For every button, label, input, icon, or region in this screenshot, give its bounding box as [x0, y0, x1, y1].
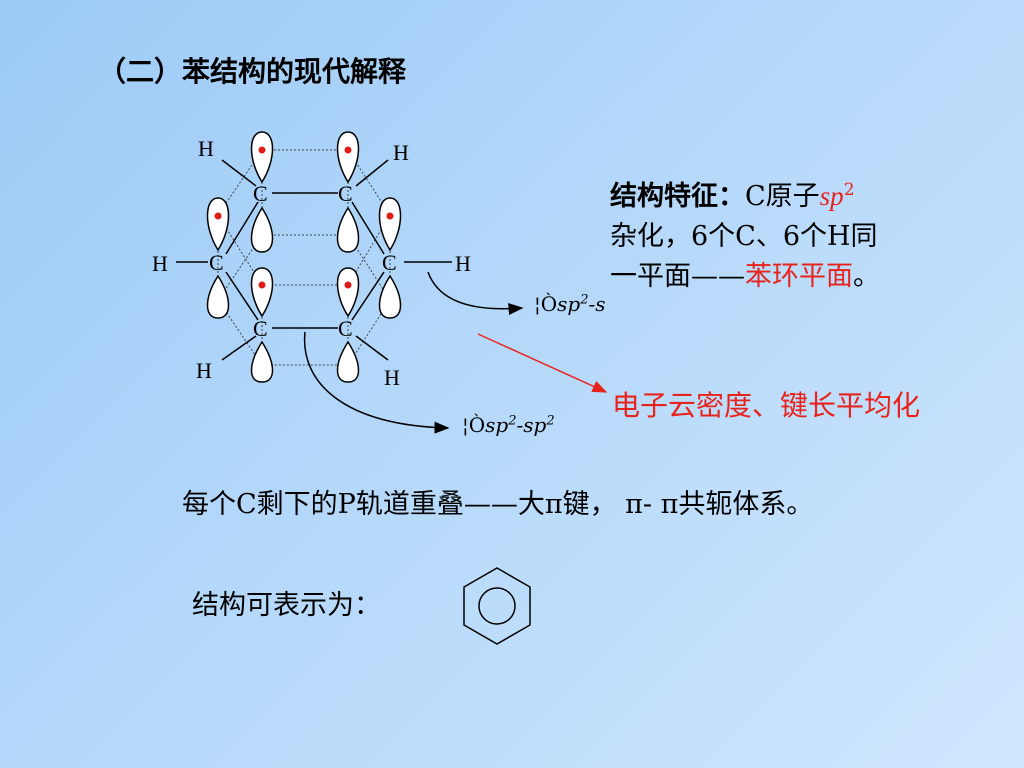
bond-label-sp2-s: ¦Òsp2-s [534, 292, 606, 316]
hydrogen-label: H [198, 136, 214, 161]
feature-line1: C原子 [745, 181, 820, 212]
bond2-prefix: ¦Ò [462, 413, 486, 437]
feature-sup: 2 [843, 180, 855, 200]
electron-dots [214, 146, 394, 289]
p-orbital-overlap-text: 每个C剩下的P轨道重叠——大π键， π- π共轭体系。 [182, 489, 814, 520]
bond1-prefix: ¦Ò [534, 292, 558, 316]
structure-feature-text: 结构特征：C原子sp2 杂化，6个C、6个H同 一平面——苯环平面。 [610, 170, 880, 297]
arrow-to-sp2-sp2-label [303, 331, 450, 434]
bond2-mid: -sp [516, 413, 547, 437]
bond1-sup: 2 [580, 292, 589, 308]
orbital-overlap-dotted-lines [217, 149, 391, 366]
electron-density-note: 电子云密度、键长平均化 [612, 389, 921, 422]
p-orbital-lobes [206, 131, 402, 383]
bond2-sup: 2 [508, 413, 517, 429]
bond2-sp: sp [485, 413, 509, 437]
feature-line3a: 一平面—— [610, 261, 745, 292]
arrow-to-sp2-s-label [427, 271, 524, 316]
carbon-label: C [338, 181, 353, 206]
feature-line3-end: 。 [853, 261, 880, 292]
carbon-label: C [253, 316, 268, 341]
hydrogen-label: H [196, 358, 212, 383]
benzene-ring-symbol [463, 567, 531, 645]
bond1-suffix: -s [588, 292, 606, 316]
carbon-sigma-bonds [176, 159, 452, 361]
hydrogen-label: H [393, 140, 409, 165]
carbon-label: C [209, 250, 224, 275]
feature-line2: 杂化，6个C、6个H同 [610, 221, 878, 252]
carbon-label: C [382, 250, 397, 275]
bond1-sp: sp [557, 292, 581, 316]
slide-title: （二）苯结构的现代解释 [98, 55, 407, 88]
red-arrow-to-note [477, 333, 608, 393]
hydrogen-label: H [384, 365, 400, 390]
representation-label: 结构可表示为： [192, 590, 381, 621]
carbon-label: C [253, 181, 268, 206]
hydrogen-label: H [152, 251, 168, 276]
hydrogen-label: H [455, 251, 471, 276]
bond-label-sp2-sp2: ¦Òsp2-sp2 [462, 413, 555, 437]
atom-labels: C C C C C C H H H H H H [152, 136, 471, 390]
feature-line3-red: 苯环平面 [745, 261, 853, 292]
feature-sp: sp [819, 181, 844, 211]
bond2-sup2: 2 [546, 413, 555, 429]
feature-prefix: 结构特征： [610, 181, 745, 212]
carbon-label: C [338, 316, 353, 341]
